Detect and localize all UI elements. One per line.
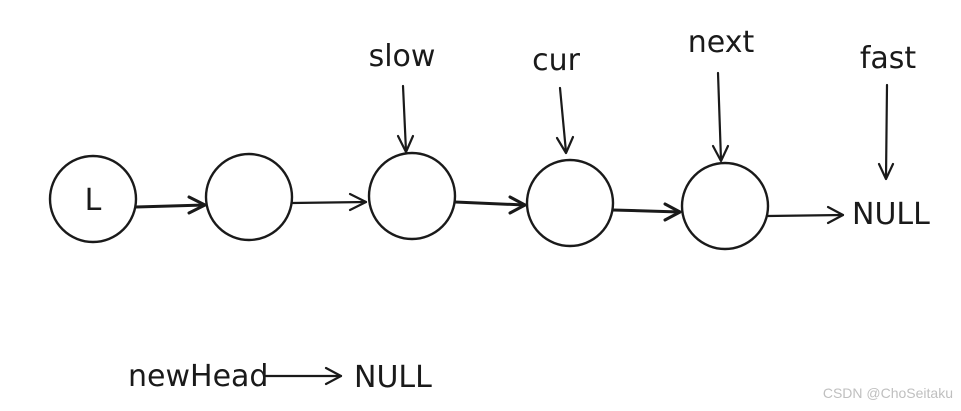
node-link-arrow-2 [290, 192, 368, 212]
list-null-label: NULL [852, 197, 930, 232]
node-link-arrow-1 [134, 195, 207, 215]
list-node-1-label: L [85, 183, 102, 218]
watermark: CSDN @ChoSeitaku [822, 385, 953, 401]
node-link-arrow-5 [766, 205, 845, 225]
list-node-5 [680, 161, 770, 251]
list-node-2 [204, 152, 294, 242]
pointer-cur-arrow [555, 86, 575, 155]
pointer-next-arrow [711, 71, 730, 163]
list-node-3 [367, 151, 457, 241]
new-head-label: newHead [128, 359, 268, 394]
node-link-arrow-4 [611, 202, 682, 222]
pointer-slow-arrow [396, 84, 415, 154]
pointer-fast-label: fast [860, 41, 917, 76]
new-head-null-label: NULL [354, 360, 432, 395]
pointer-next-label: next [688, 25, 755, 60]
node-link-arrow-3 [453, 195, 527, 215]
pointer-cur-label: cur [532, 43, 581, 78]
new-head-arrow [264, 366, 343, 386]
pointer-slow-label: slow [369, 39, 436, 74]
list-node-1 [48, 154, 138, 244]
pointer-fast-arrow [877, 83, 895, 181]
list-node-4 [525, 158, 615, 248]
